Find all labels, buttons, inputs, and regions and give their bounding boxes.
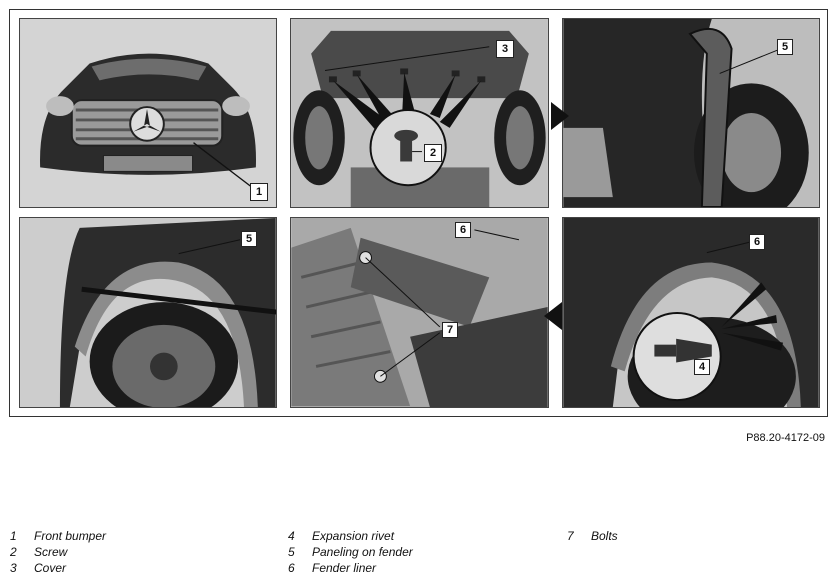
callout-cover: 3: [496, 40, 514, 58]
legend-label: Bolts: [591, 529, 618, 543]
figure-code: P88.20-4172-09: [746, 432, 825, 444]
callout-screw: 2: [424, 144, 442, 162]
figure-frame: 1 3 2: [9, 9, 828, 417]
callout-expansion-rivet: 4: [694, 359, 710, 375]
photo-fender-paneling: 5: [19, 217, 277, 408]
front-bumper-illustration: [20, 19, 276, 207]
legend-label: Paneling on fender: [312, 545, 413, 559]
fender-paneling-illustration: [20, 218, 276, 407]
arrow-right-icon: [551, 102, 569, 130]
legend-label: Screw: [34, 545, 68, 559]
callout-front-bumper: 1: [250, 183, 268, 201]
callout-fender-liner: 6: [455, 222, 471, 238]
legend-number: 1: [10, 529, 17, 543]
arrow-left-icon: [544, 302, 562, 330]
legend-label: Expansion rivet: [312, 529, 395, 543]
fender-paneling-removal-illustration: [563, 19, 819, 207]
fender-liner-bolts-illustration: [291, 218, 548, 407]
callout-fender-paneling: 5: [241, 231, 257, 247]
legend-number: 6: [288, 561, 295, 575]
photo-fender-liner-rivets: 6 4: [562, 217, 820, 408]
photo-underside-cover: 3 2: [290, 18, 549, 208]
fender-liner-rivets-illustration: [563, 218, 819, 407]
legend-number: 2: [10, 545, 17, 559]
legend-label: Fender liner: [312, 561, 377, 575]
callout-fender-paneling-top: 5: [777, 39, 793, 55]
legend-number: 7: [567, 529, 574, 543]
legend-label: Front bumper: [34, 529, 107, 543]
legend-number: 5: [288, 545, 295, 559]
callout-fender-liner-right: 6: [749, 234, 765, 250]
photo-fender-paneling-removal: 5: [562, 18, 820, 208]
legend-number: 3: [10, 561, 17, 575]
photo-front-bumper: 1: [19, 18, 277, 208]
photo-fender-liner-bolts: 6 7: [290, 217, 549, 408]
legend-label: Cover: [34, 561, 67, 575]
callout-bolts: 7: [442, 322, 458, 338]
legend: 1 Front bumper 2 Screw 3 Cover 4 Expansion r…: [0, 528, 837, 578]
legend-number: 4: [288, 529, 295, 543]
